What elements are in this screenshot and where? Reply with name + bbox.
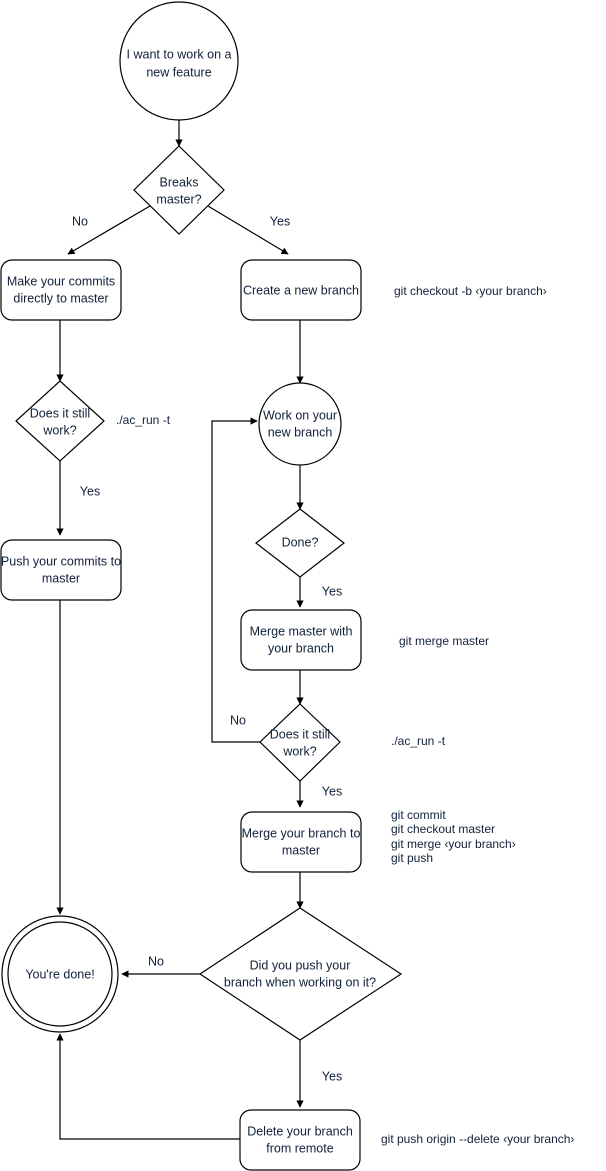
merge-master-label-line1: Merge master with — [250, 624, 353, 638]
delete-branch-label-line2: from remote — [266, 1141, 333, 1155]
done-question-label: Done? — [282, 535, 319, 549]
edge-breaks-no-to-make-commits — [67, 205, 151, 255]
make-commits-box — [0, 259, 122, 321]
done-question-diamond — [255, 508, 345, 578]
edge-label-push-no: No — [148, 954, 164, 968]
work-on-branch-label-line1: Work on your — [263, 408, 337, 422]
node-work-on-branch[interactable]: Work on your new branch — [258, 382, 342, 466]
push-commits-label-line1: Push your commits to — [1, 554, 121, 568]
edge-label-breaks-yes: Yes — [270, 214, 290, 228]
did-you-push-label-line2: branch when working on it? — [224, 975, 376, 989]
did-you-push-label-line1: Did you push your — [250, 958, 351, 972]
node-delete-branch[interactable]: Delete your branch from remote — [239, 1109, 361, 1171]
node-does-it-work-right[interactable]: Does it still work? — [259, 703, 341, 782]
edge-label-right-work-no: No — [230, 713, 246, 727]
create-branch-label: Create a new branch — [243, 283, 359, 297]
breaks-master-label-line1: Breaks — [160, 175, 199, 189]
merge-branch-to-master-box — [240, 811, 362, 873]
node-make-commits[interactable]: Make your commits directly to master — [0, 259, 122, 321]
delete-branch-label-line1: Delete your branch — [247, 1124, 353, 1138]
youre-done-inner-circle — [7, 921, 113, 1027]
annotation-git-merge-your-branch: git merge ‹your branch› — [391, 837, 516, 851]
edge-label-push-yes: Yes — [322, 1069, 342, 1083]
node-does-it-work-left[interactable]: Does it still work? — [15, 380, 105, 462]
annotation-ac-run-left: ./ac_run -t — [116, 413, 171, 427]
node-done-question[interactable]: Done? — [255, 508, 345, 578]
start-label-line2: new feature — [146, 65, 211, 79]
annotation-git-checkout-master: git checkout master — [391, 822, 495, 836]
youre-done-label: You're done! — [25, 967, 94, 981]
make-commits-label-line1: Make your commits — [7, 274, 115, 288]
edge-label-right-work-yes: Yes — [322, 784, 342, 798]
does-it-work-right-diamond — [259, 703, 341, 782]
does-it-work-left-label-line1: Does it still — [30, 406, 90, 420]
annotation-git-checkout-branch: git checkout -b ‹your branch› — [394, 284, 547, 298]
breaks-master-diamond — [133, 145, 225, 235]
merge-branch-label-line2: master — [282, 843, 320, 857]
edge-layer — [56, 120, 304, 1140]
node-did-you-push[interactable]: Did you push your branch when working on… — [198, 907, 403, 1041]
edge-label-done-yes: Yes — [322, 584, 342, 598]
edge-does-it-work-right-no-loopback — [211, 417, 260, 743]
node-push-commits[interactable]: Push your commits to master — [0, 539, 122, 601]
merge-master-with-branch-box — [240, 609, 362, 671]
edge-delete-branch-to-youre-done — [56, 1033, 240, 1140]
does-it-work-right-label-line2: work? — [282, 744, 316, 758]
make-commits-label-line2: directly to master — [13, 291, 108, 305]
edge-label-left-work-yes: Yes — [80, 484, 100, 498]
merge-master-label-line2: your branch — [268, 641, 334, 655]
annotation-git-commit: git commit — [391, 808, 446, 822]
annotation-ac-run-right: ./ac_run -t — [391, 734, 446, 748]
annotation-git-merge-master: git merge master — [399, 634, 489, 648]
node-breaks-master[interactable]: Breaks master? — [133, 145, 225, 235]
node-create-branch[interactable]: Create a new branch — [240, 259, 362, 321]
edge-label-breaks-no: No — [72, 214, 88, 228]
push-commits-label-line2: master — [42, 571, 80, 585]
work-on-branch-circle — [258, 382, 342, 466]
breaks-master-label-line2: master? — [156, 192, 201, 206]
delete-branch-box — [239, 1109, 361, 1171]
merge-branch-label-line1: Merge your branch to — [242, 826, 361, 840]
node-merge-branch-to-master[interactable]: Merge your branch to master — [240, 811, 362, 873]
push-commits-box — [0, 539, 122, 601]
create-branch-box — [240, 259, 362, 321]
start-circle — [119, 1, 239, 121]
node-start[interactable]: I want to work on a new feature — [119, 1, 239, 121]
does-it-work-left-diamond — [15, 380, 105, 462]
annotation-merge-commands: git commit git checkout master git merge… — [391, 808, 516, 865]
node-youre-done[interactable]: You're done! — [1, 915, 119, 1033]
edge-breaks-yes-to-create-branch — [207, 205, 289, 255]
node-merge-master-with-branch[interactable]: Merge master with your branch — [240, 609, 362, 671]
did-you-push-diamond — [198, 907, 403, 1041]
annotation-git-push: git push — [391, 851, 433, 865]
work-on-branch-label-line2: new branch — [268, 425, 333, 439]
does-it-work-right-label-line1: Does it still — [270, 727, 330, 741]
start-label-line1: I want to work on a — [127, 47, 232, 61]
annotation-git-push-origin-delete: git push origin --delete ‹your branch› — [381, 1132, 574, 1146]
does-it-work-left-label-line2: work? — [42, 423, 76, 437]
